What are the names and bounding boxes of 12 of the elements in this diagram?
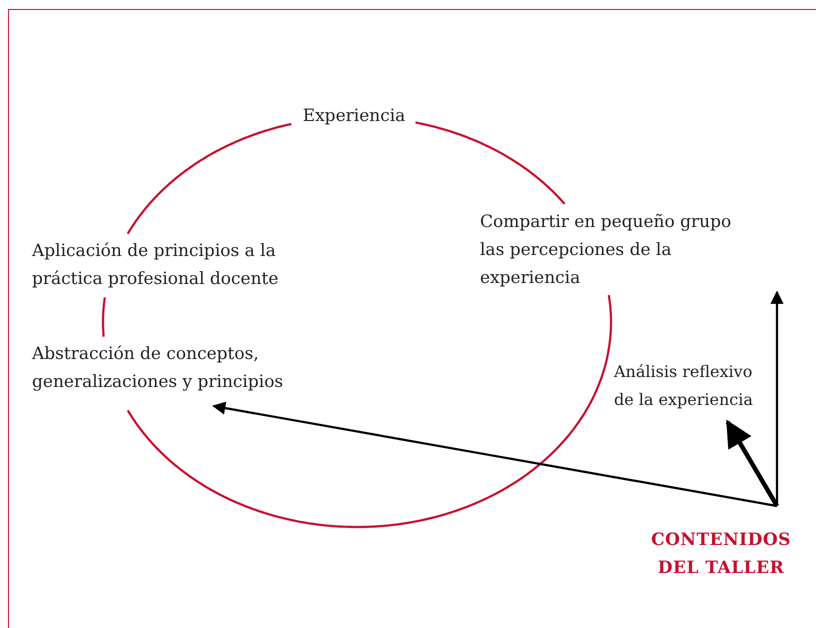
stage-label: Análisis reflexivo de la experiencia [614, 358, 756, 422]
cycle-arc [126, 294, 612, 528]
cycle-arc [415, 121, 566, 205]
cycle-arc [102, 297, 106, 337]
stage-label: Compartir en pequeño grupo las percepciones de la experiencia [480, 208, 782, 292]
cycle-arc [126, 122, 292, 234]
arrow [726, 420, 779, 508]
stage-label: Aplicación de principios a la práctica profesional docente [32, 237, 294, 293]
heading-label: CONTENIDOS DEL TALLER [636, 506, 806, 582]
stage-label: Abstracción de conceptos, generalizaciones y principios [32, 340, 307, 406]
arrow [212, 402, 778, 508]
arrow [770, 290, 784, 506]
